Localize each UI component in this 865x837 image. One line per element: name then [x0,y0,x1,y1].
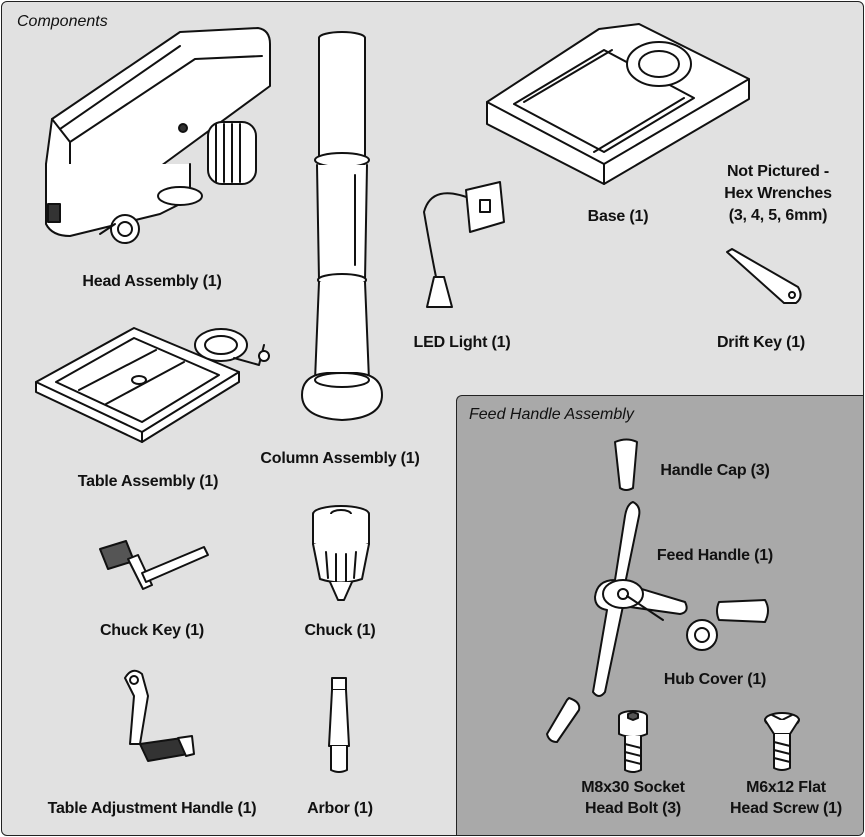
label-chuck-key: Chuck Key (1) [99,622,205,639]
label-drift-key: Drift Key (1) [716,334,806,351]
label-flat-screw-line1: M6x12 Flat [746,779,826,796]
table-assembly-illustration [35,327,270,443]
hub-cover-illustration [686,619,718,651]
label-not-pictured-line2: Hex Wrenches [724,185,832,202]
flat-head-screw-illustration [764,712,800,771]
label-handle-cap: Handle Cap (3) [660,462,770,479]
label-not-pictured-line1: Not Pictured - [726,163,830,180]
label-socket-bolt-line1: M8x30 Socket [581,779,685,796]
handle-cap-right-illustration [716,599,769,623]
label-not-pictured-line3: (3, 4, 5, 6mm) [728,207,828,224]
head-assembly-illustration [45,27,271,244]
label-led-light: LED Light (1) [413,334,511,351]
label-table-adjustment-handle: Table Adjustment Handle (1) [47,800,257,817]
chuck-key-illustration [99,540,209,590]
label-hub-cover: Hub Cover (1) [663,671,767,688]
handle-cap-illustration [614,438,638,491]
label-table-assembly: Table Assembly (1) [77,473,219,490]
base-illustration [486,23,750,185]
feed-handle-assembly-panel: Feed Handle Assembly Handle Cap (3) Feed… [456,395,863,835]
label-head-assembly: Head Assembly (1) [82,273,222,290]
arbor-illustration [328,677,350,773]
section-title: Components [17,13,108,30]
chuck-illustration [312,505,370,601]
table-adjustment-handle-illustration [124,669,195,762]
handle-cap-lower-illustration [546,697,581,743]
label-feed-handle: Feed Handle (1) [656,547,774,564]
column-assembly-illustration [301,31,383,421]
label-socket-bolt-line2: Head Bolt (3) [584,800,682,817]
feed-handle-illustration [592,501,688,697]
label-chuck: Chuck (1) [304,622,376,639]
label-flat-screw-line2: Head Screw (1) [730,800,842,817]
label-arbor: Arbor (1) [307,800,373,817]
socket-head-bolt-illustration [618,710,648,773]
led-light-illustration [423,181,505,308]
label-base: Base (1) [587,208,649,225]
label-column-assembly: Column Assembly (1) [260,450,420,467]
drift-key-illustration [726,248,802,304]
inset-title: Feed Handle Assembly [469,406,634,423]
